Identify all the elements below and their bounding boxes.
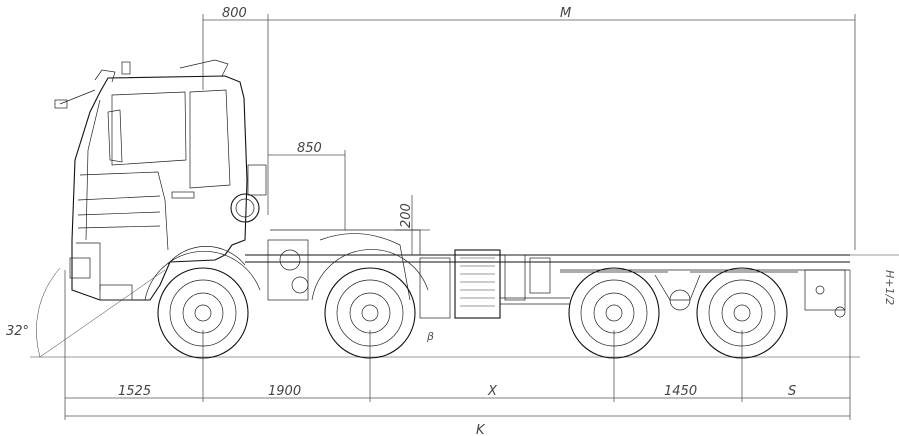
chassis-frame	[245, 229, 850, 319]
dim-s-label: S	[788, 384, 796, 399]
departure-angle-label: β	[426, 330, 434, 343]
approach-angle-label: 32°	[6, 324, 29, 339]
dim-850-label: 850	[297, 141, 322, 156]
dim-x-label: X	[487, 384, 498, 399]
ground-lines	[30, 254, 899, 420]
dim-1525-label: 1525	[118, 384, 151, 399]
truck-cab	[54, 59, 267, 301]
dim-m-label: M	[560, 6, 571, 21]
dim-1900-label: 1900	[268, 384, 301, 399]
dim-k-label: K	[476, 423, 486, 436]
wheel-axle-4	[690, 267, 798, 359]
dim-800-label: 800	[222, 6, 247, 21]
wheel-axle-2	[311, 249, 429, 359]
height-label: H+1/2	[883, 270, 896, 305]
dim-1450-label: 1450	[664, 384, 697, 399]
top-dimension-lines	[202, 14, 856, 255]
approach-angle-marker	[36, 267, 166, 358]
dim-200-label: 200	[399, 203, 414, 228]
wheel-axle-1	[144, 251, 261, 359]
wheel-axle-3	[560, 267, 668, 359]
